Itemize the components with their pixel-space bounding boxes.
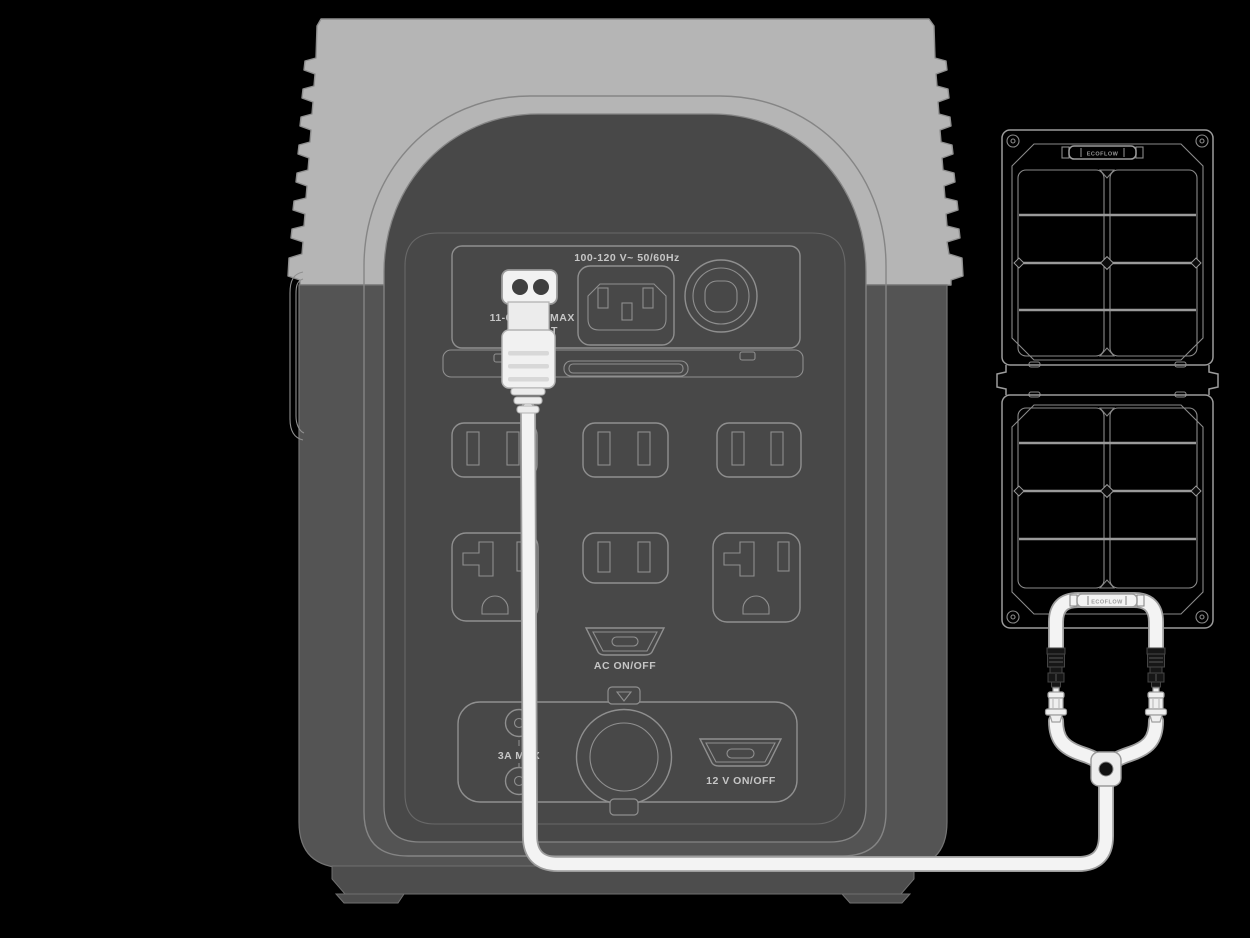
ac-outlet-2 xyxy=(582,422,669,478)
solar-panel-bottom-half xyxy=(1001,394,1214,629)
busbar-diamond xyxy=(1099,483,1115,499)
foot-right xyxy=(840,893,912,904)
solar-panel: ECOFLOW xyxy=(996,129,1219,629)
foot-left xyxy=(334,893,405,904)
cell-notch xyxy=(1098,169,1116,179)
xt60-plug xyxy=(501,301,556,414)
dc-switch-label: 12 V ON/OFF xyxy=(706,775,776,787)
triangle-marker-icon xyxy=(615,691,633,702)
busbar-diamond xyxy=(1190,257,1202,269)
brand-label: ECOFLOW xyxy=(1087,152,1119,158)
ac-outlet-20a-right xyxy=(712,532,801,623)
car-power-socket xyxy=(575,686,673,816)
ac-outlet-4 xyxy=(582,532,669,584)
ac-outlet-1 xyxy=(451,422,538,478)
xt60-input-socket xyxy=(501,269,558,305)
solar-cell-array xyxy=(1017,407,1105,589)
solar-input-label-right: MAX xyxy=(550,312,575,324)
solar-panel-top-half: ECOFLOW xyxy=(1001,129,1214,366)
rivet xyxy=(1195,610,1209,624)
ac-power-button xyxy=(584,627,666,656)
cell-notch xyxy=(1098,407,1116,417)
power-station: 100-120 V~ 50/60Hz 11-6 MAX T xyxy=(287,18,964,904)
cell-notch xyxy=(1098,347,1116,357)
mc4-connector-light-left xyxy=(1044,687,1068,723)
ac-inlet xyxy=(577,265,675,346)
xt60-pin-right xyxy=(533,279,549,295)
busbar-diamond xyxy=(1013,257,1025,269)
arch-outer xyxy=(363,95,887,857)
rivet xyxy=(1006,610,1020,624)
solar-input-label-left: 11-6 xyxy=(490,312,512,324)
mc4-connector-dark-left xyxy=(1046,647,1066,688)
solar-cell-array xyxy=(1109,407,1198,589)
busbar-diamond xyxy=(1013,485,1025,497)
ac-outlet-3 xyxy=(716,422,802,478)
arch-inner xyxy=(383,113,867,843)
plug-ridge xyxy=(508,364,549,369)
busbar-diamond xyxy=(1190,485,1202,497)
panel-handle-top: ECOFLOW xyxy=(1061,145,1144,160)
plug-ridge xyxy=(508,351,549,356)
overload-breaker xyxy=(684,259,758,333)
brand-label: ECOFLOW xyxy=(1091,600,1123,606)
dc-power-button xyxy=(698,738,783,767)
mc4-connector-dark-right xyxy=(1146,647,1166,688)
side-hook xyxy=(289,271,305,441)
solar-charging-y-cable xyxy=(520,402,1168,872)
panel-handle-cable xyxy=(1048,592,1164,663)
cable-junction-ring xyxy=(1090,751,1122,787)
ac-input-rating-label: 100-120 V~ 50/60Hz xyxy=(574,252,680,264)
rivet xyxy=(1006,134,1020,148)
cell-notch xyxy=(1098,579,1116,589)
plug-ridge xyxy=(508,377,549,382)
solar-input-label-line2: T xyxy=(551,325,558,337)
rear-recess xyxy=(363,95,887,857)
panel-handle-bottom: ECOFLOW xyxy=(1069,593,1145,608)
mc4-connector-light-right xyxy=(1144,687,1168,723)
rivet xyxy=(1195,134,1209,148)
busbar-diamond xyxy=(1099,255,1115,271)
vent-bar xyxy=(442,349,804,378)
input-subpanel xyxy=(451,245,801,349)
recess-face xyxy=(404,232,846,825)
ac-switch-label: AC ON/OFF xyxy=(594,660,656,672)
xt60-pin-left xyxy=(512,279,528,295)
